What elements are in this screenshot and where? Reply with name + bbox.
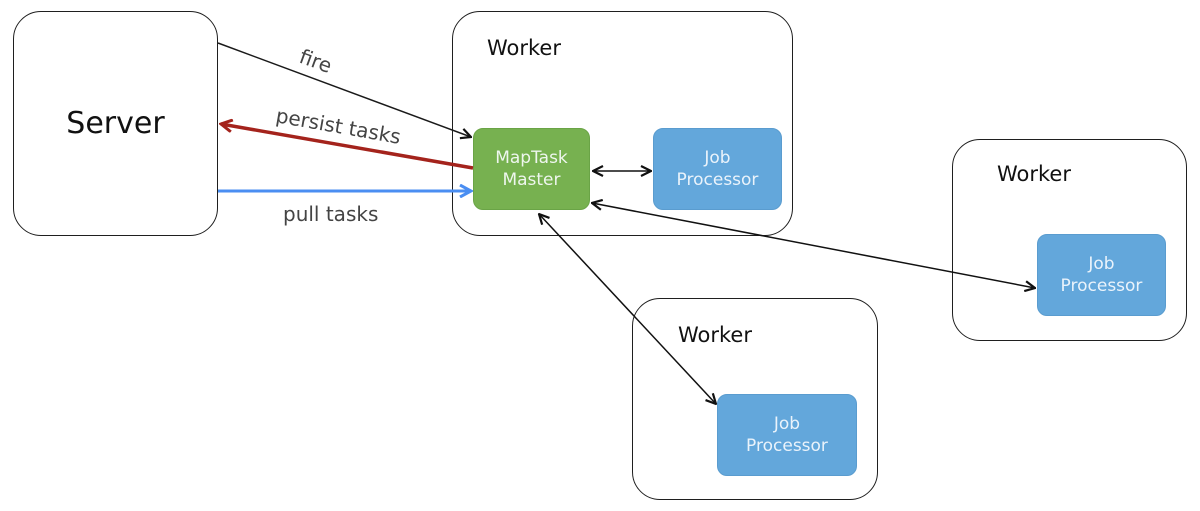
job-processor-bottom-node: Job Processor — [717, 394, 857, 476]
server-node: Server — [13, 11, 218, 236]
fire-arrow — [217, 42, 471, 137]
worker-right-label: Worker — [997, 162, 1071, 186]
job-processor-right-node: Job Processor — [1037, 234, 1166, 316]
pull-tasks-label: pull tasks — [283, 202, 378, 226]
persist-tasks-label: persist tasks — [274, 103, 403, 149]
maptask-master-node: MapTask Master — [473, 128, 590, 210]
persist-tasks-arrow — [221, 124, 474, 170]
server-label: Server — [66, 106, 165, 141]
worker-main-label: Worker — [487, 36, 561, 60]
fire-label: fire — [296, 44, 335, 78]
master-jp-right-arrow — [592, 203, 1035, 288]
job-processor-main-node: Job Processor — [653, 128, 782, 210]
master-jp-bottom-arrow — [539, 214, 716, 404]
